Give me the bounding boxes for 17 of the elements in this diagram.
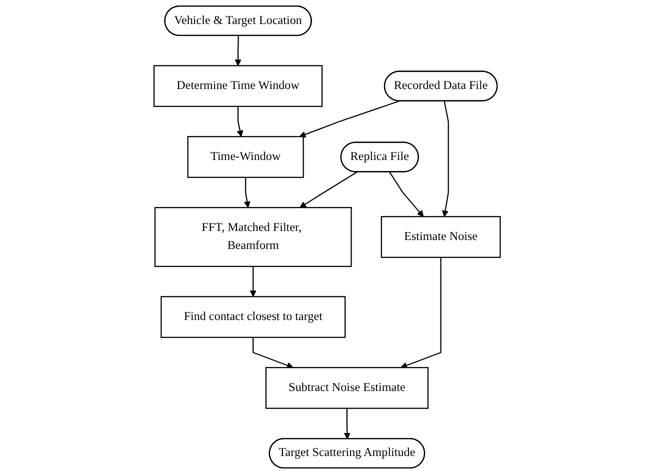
arrow [250,266,256,297]
arrow [234,36,242,66]
arrow [442,101,449,217]
arrow [252,337,294,369]
arrow [400,257,442,369]
node-box: Determine Time Window [153,65,322,107]
node-box: Time-Window [187,136,304,178]
node-box: Find contact closest to target [160,296,346,338]
arrow [344,408,350,440]
arrow [299,172,358,208]
arrow [389,172,424,217]
node-box: Subtract Noise Estimate [265,367,428,409]
arrow [299,100,400,138]
arrow [244,177,250,208]
arrow [236,106,244,137]
node-box: FFT, Matched Filter, Beamform [154,207,352,267]
node-box: Estimate Noise [380,216,501,258]
